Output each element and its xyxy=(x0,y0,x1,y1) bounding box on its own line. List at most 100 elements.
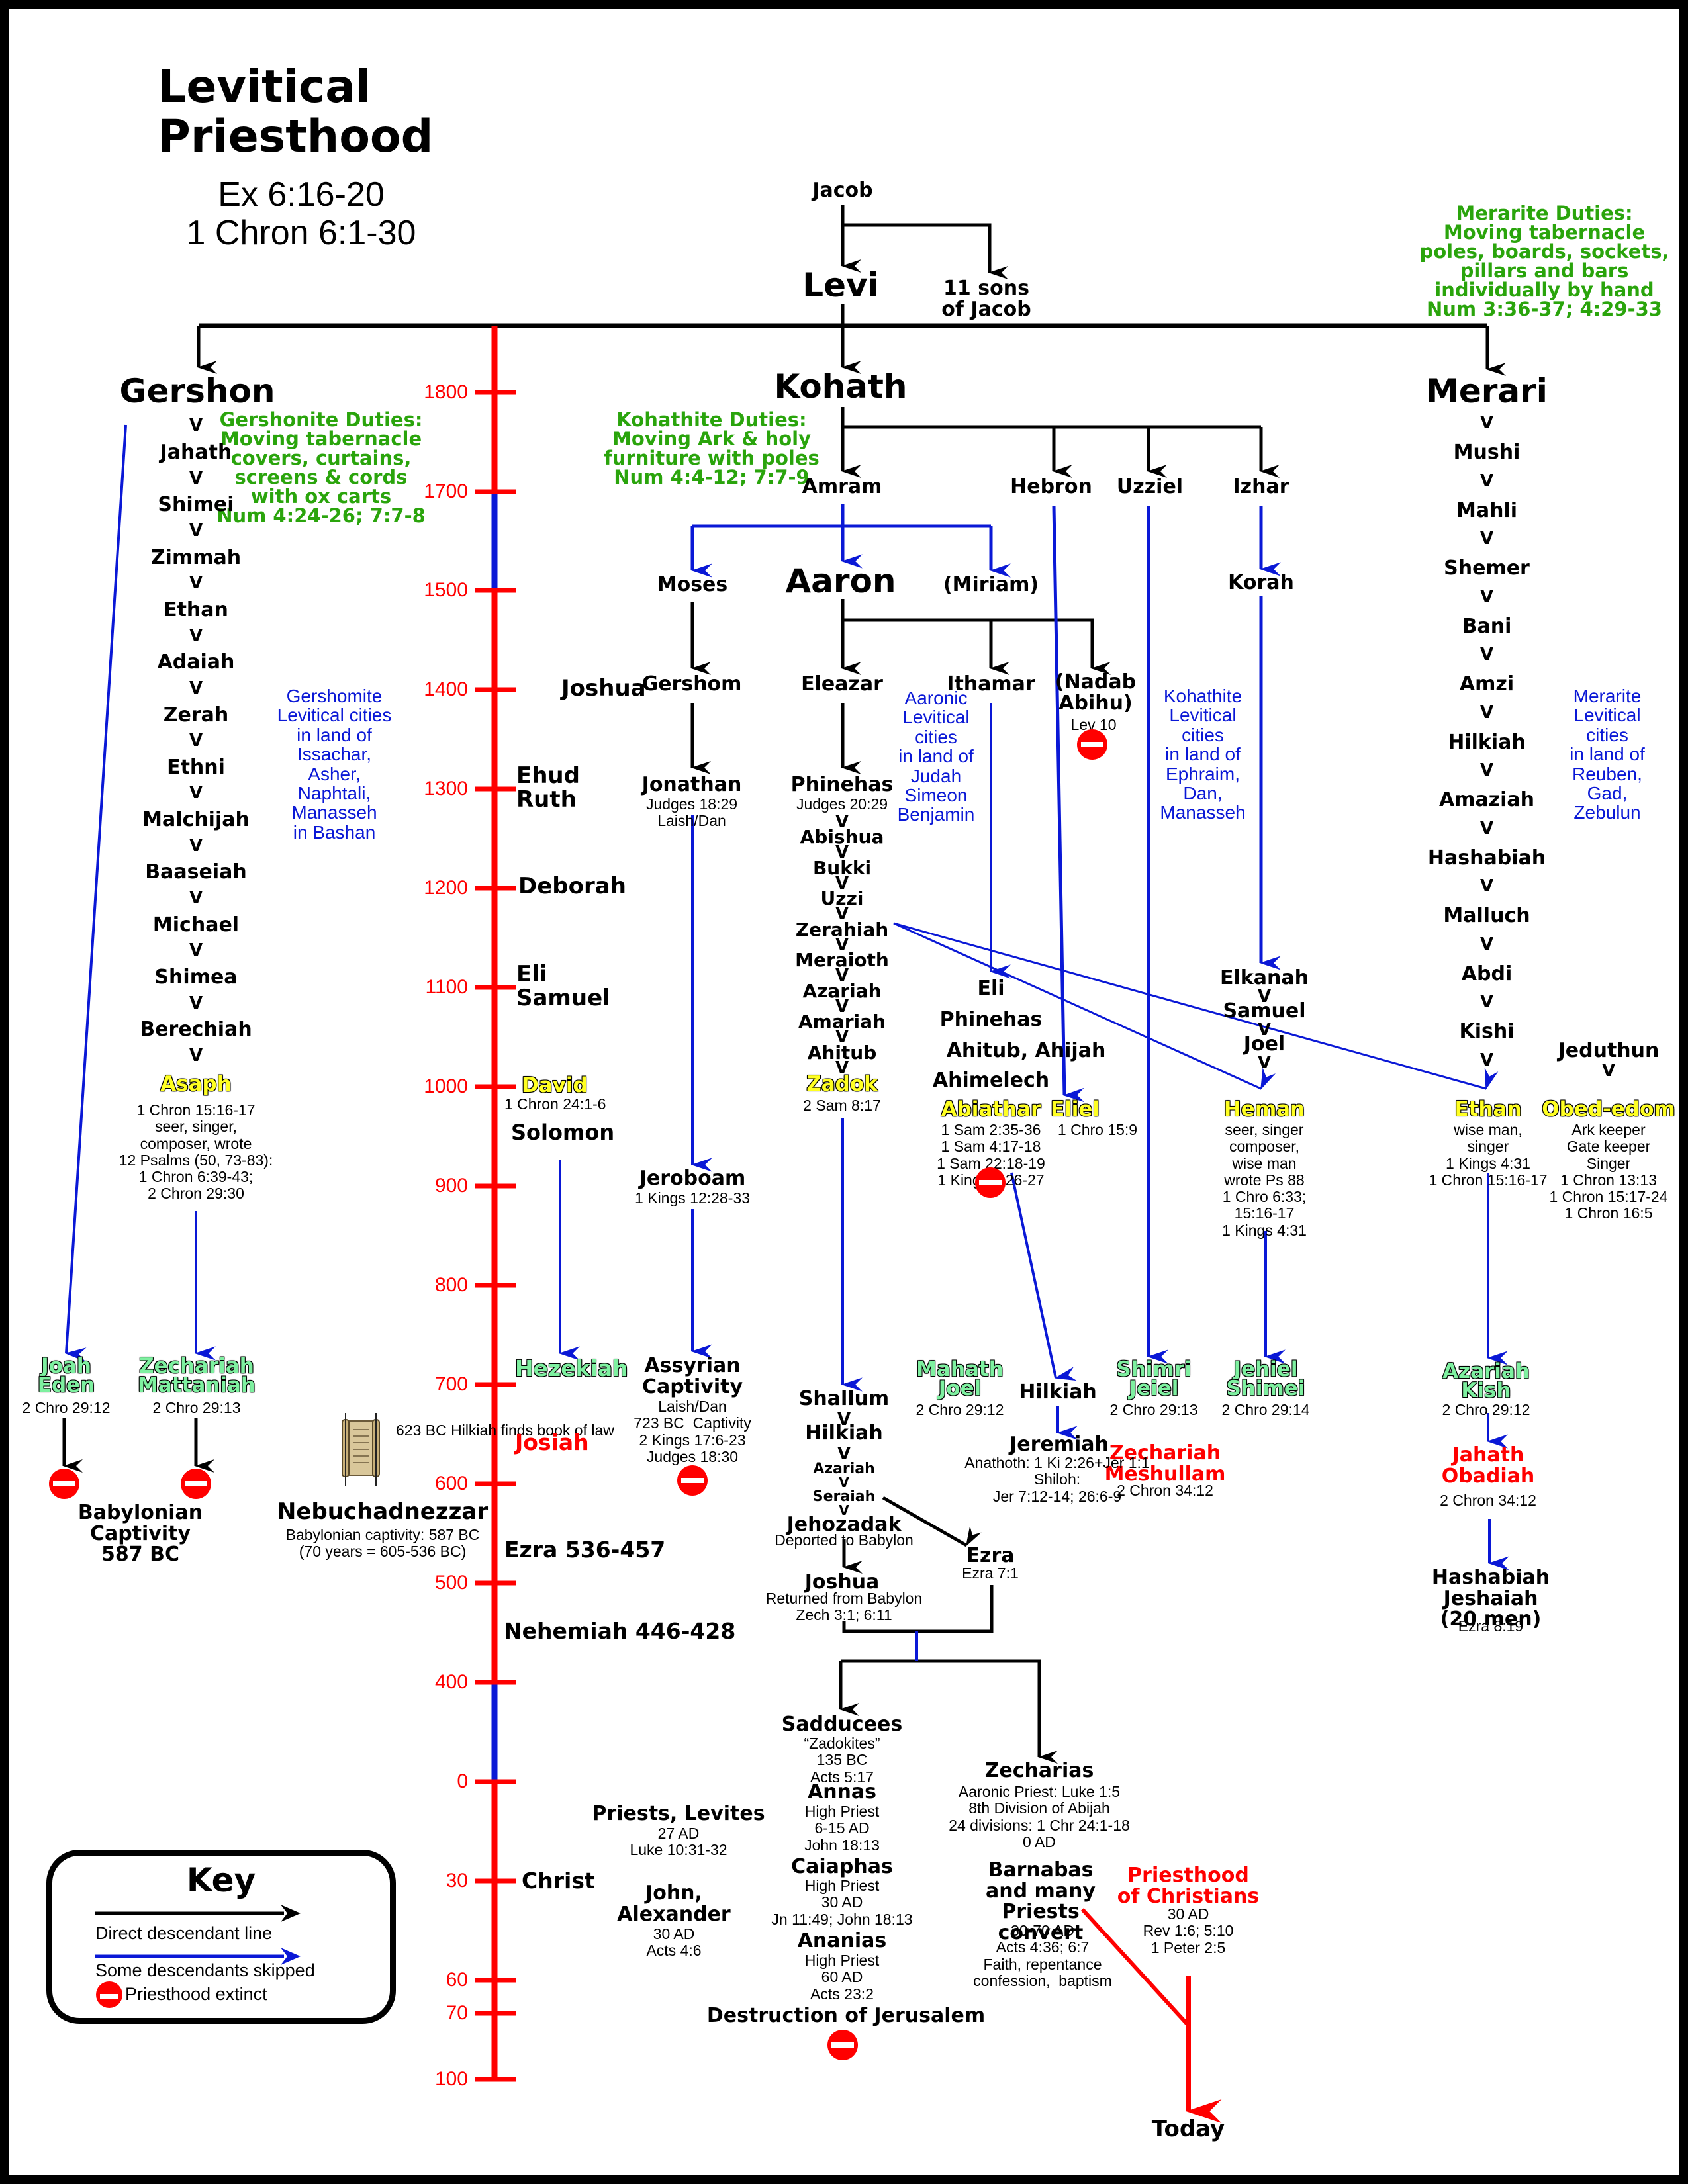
lineage-node: Baaseiah xyxy=(145,860,247,884)
node-samuel: Samuel xyxy=(1223,999,1306,1023)
timeline-event-nehemiah: Nehemiah 446-428 xyxy=(504,1618,736,1644)
node-hilkiah-ithamar: Hilkiah xyxy=(1019,1381,1097,1404)
node-levi: Levi xyxy=(802,266,879,304)
node-zechariah-mattaniah: Zechariah Mattaniah xyxy=(137,1354,256,1398)
zadok-ref: 2 Sam 8:17 xyxy=(803,1097,881,1114)
descendant-marker: V xyxy=(1479,818,1494,839)
node-jeroboam: Jeroboam xyxy=(639,1167,746,1190)
title-ref-exodus: Ex 6:16-20 xyxy=(218,175,385,214)
title-ref-chronicles: 1 Chron 6:1-30 xyxy=(186,214,416,253)
node-nebuchadnezzar: Nebuchadnezzar xyxy=(277,1498,489,1525)
descendant-marker: V xyxy=(835,873,849,893)
descendant-marker: V xyxy=(835,1027,849,1048)
node-jonathan: Jonathan xyxy=(641,773,742,796)
descendant-marker: V xyxy=(189,678,203,698)
lineage-node: Meraioth xyxy=(795,949,889,971)
timeline-event-ezra: Ezra 536-457 xyxy=(504,1537,666,1563)
extinct-icon xyxy=(49,1469,79,1499)
lineage-node: Ethni xyxy=(167,755,225,779)
node-obed-edom: Obed-edom xyxy=(1542,1097,1676,1121)
node-heman: Heman xyxy=(1223,1097,1305,1121)
descendant-marker: V xyxy=(189,731,203,751)
node-nadab-abihu: (Nadab Abihu) xyxy=(1055,670,1137,715)
timeline-tick-label: 1700 xyxy=(424,480,468,502)
ananias-ref: High Priest 60 AD Acts 23:2 xyxy=(804,1952,880,2003)
descendant-marker: V xyxy=(839,1475,849,1490)
key-skipped-arrow-icon xyxy=(95,1948,301,1965)
lineage-node: Amariah xyxy=(798,1011,886,1032)
node-gershom: Gershom xyxy=(641,672,742,696)
lineage-node: Zimmah xyxy=(150,545,242,569)
node-eleazar: Eleazar xyxy=(801,672,883,696)
priests-levites-ref: 27 AD Luke 10:31-32 xyxy=(630,1825,727,1859)
lineage-node: Zerah xyxy=(163,703,229,727)
key-extinct-label: Priesthood extinct xyxy=(125,1984,267,2004)
key-direct-label: Direct descendant line xyxy=(95,1923,273,1943)
descendant-marker: V xyxy=(835,842,849,863)
descendant-marker: V xyxy=(839,1502,849,1518)
descendant-marker: V xyxy=(835,934,849,955)
node-merari: Merari xyxy=(1426,372,1548,410)
node-uzziel: Uzziel xyxy=(1116,475,1184,498)
descendant-marker: V xyxy=(1479,876,1494,897)
descendant-marker: V xyxy=(189,835,203,856)
caiaphas-ref: High Priest 30 AD Jn 11:49; John 18:13 xyxy=(771,1877,913,1928)
asaph-ref: 1 Chron 15:16-17 seer, singer, composer,… xyxy=(118,1101,273,1203)
node-azariah-kish: Azariah Kish xyxy=(1442,1359,1530,1403)
descendant-marker: V xyxy=(1479,1050,1494,1070)
extinct-icon xyxy=(975,1167,1006,1198)
timeline-tick-label: 500 xyxy=(434,1572,468,1594)
arrow-seraiah-ezra xyxy=(882,1496,982,1547)
jehiel-ref: 2 Chro 29:14 xyxy=(1221,1401,1310,1418)
node-jeremiah: Jeremiah xyxy=(1009,1433,1109,1456)
node-eleven-sons: 11 sons of Jacob xyxy=(941,277,1031,321)
descendant-marker: V xyxy=(835,904,849,925)
node-today: Today xyxy=(1151,2116,1225,2142)
barnabas-to-christians-line xyxy=(1080,1907,1190,2027)
node-kohath: Kohath xyxy=(774,367,908,406)
lineage-node: Ethan xyxy=(164,598,228,621)
jeremiah-ref: Anathoth: 1 Ki 2:26+Jer 1:1 Shiloh: Jer … xyxy=(964,1454,1150,1505)
lineage-node: Bani xyxy=(1462,614,1512,638)
david-ref: 1 Chron 24:1-6 xyxy=(504,1095,606,1113)
arrow-hebron-eliel xyxy=(1052,506,1085,1103)
heman-ref: seer, singer composer, wise man wrote Ps… xyxy=(1222,1121,1307,1239)
key-direct-arrow-icon xyxy=(95,1905,301,1922)
jonathan-ref: Judges 18:29 Laish/Dan xyxy=(645,796,738,830)
sadducees-ref: “Zadokites” 135 BC Acts 5:17 xyxy=(804,1735,880,1786)
timeline-tick-label: 900 xyxy=(434,1175,468,1197)
node-jacob: Jacob xyxy=(812,179,873,202)
babylonian-captivity: Babylonian Captivity 587 BC xyxy=(77,1501,203,1566)
assyrian-ref: Laish/Dan 723 BC Captivity 2 Kings 17:6-… xyxy=(633,1398,751,1465)
lineage-node: Kishi xyxy=(1459,1020,1515,1043)
node-elkanah: Elkanah xyxy=(1220,966,1309,989)
extinct-icon xyxy=(181,1469,211,1499)
timeline-tick-label: 1200 xyxy=(424,877,468,899)
descendant-marker: V xyxy=(189,993,203,1013)
extinct-icon xyxy=(96,1981,122,2008)
timeline-tick-label: 1400 xyxy=(424,678,468,700)
node-caiaphas: Caiaphas xyxy=(791,1855,893,1878)
node-ezra: Ezra xyxy=(966,1544,1015,1567)
obed-edom-ref: Ark keeper Gate keeper Singer 1 Chron 13… xyxy=(1549,1121,1668,1222)
timeline-tick-label: 1800 xyxy=(424,381,468,403)
extinct-icon xyxy=(677,1465,708,1496)
node-azariah-zadok: Azariah xyxy=(813,1461,875,1477)
nebuchadnezzar-ref: Babylonian captivity: 587 BC (70 years =… xyxy=(285,1526,480,1561)
lineage-node: Michael xyxy=(152,913,240,936)
node-shallum: Shallum xyxy=(798,1387,890,1410)
lineage-node: Hilkiah xyxy=(1448,730,1526,754)
scroll-note: 623 BC Hilkiah finds book of law xyxy=(396,1422,614,1439)
node-zecharias: Zecharias xyxy=(984,1759,1094,1782)
timeline-tick-label: 700 xyxy=(434,1373,468,1395)
descendant-marker: V xyxy=(1479,992,1494,1013)
node-joah-eden: Joah Eden xyxy=(37,1354,95,1398)
title-references: Ex 6:16-20 1 Chron 6:1-30 xyxy=(159,175,444,252)
key-skipped-label: Some descendants skipped xyxy=(95,1960,315,1980)
merarite-cities: Merarite Levitical cities in land of Reu… xyxy=(1570,686,1645,823)
title-line-1: Levitical xyxy=(158,61,371,113)
descendant-marker: V xyxy=(189,468,203,488)
node-abiathar: Abiathar xyxy=(941,1097,1041,1121)
timeline-event-christ: Christ xyxy=(522,1868,595,1893)
ezra-ref: Ezra 7:1 xyxy=(962,1565,1019,1582)
